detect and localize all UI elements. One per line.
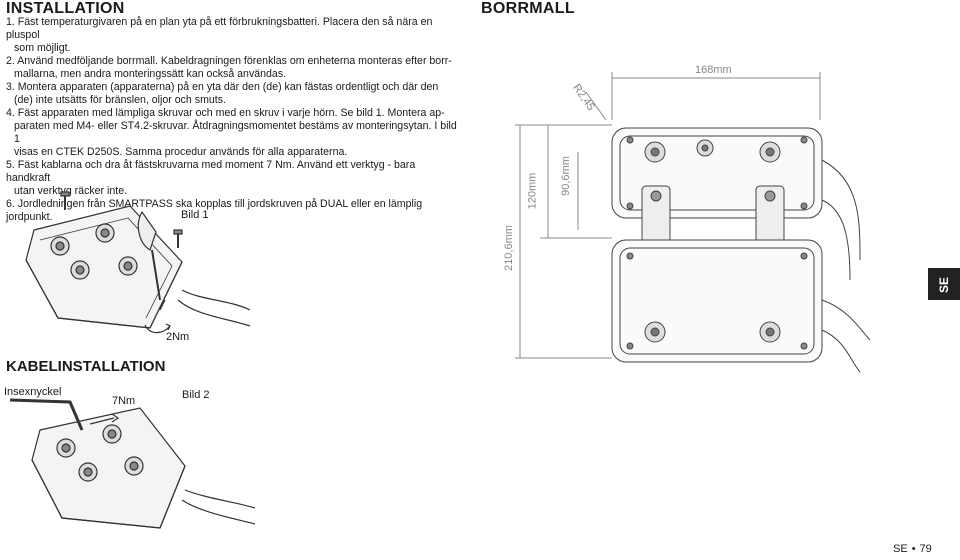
dim-210-6: 210,6mm (502, 225, 515, 271)
step-line: mallarna, men andra monteringssätt kan o… (14, 68, 287, 80)
bild2-device-illustration (9, 398, 256, 529)
language-tab-text: SE (937, 277, 951, 294)
footer-bullet: • (911, 543, 916, 555)
kabelinstallation-heading: KABELINSTALLATION (6, 358, 166, 375)
bild1-device-illustration (25, 191, 251, 334)
footer-lang: SE (893, 543, 908, 555)
bild1-torque: 2Nm (166, 331, 190, 343)
dim-120: 120mm (526, 172, 539, 210)
step-line: 5. Fäst kablarna och dra åt fästskruvarn… (6, 159, 416, 184)
dim-width-168: 168mm (695, 64, 732, 76)
page-number: 79 (919, 543, 932, 555)
bild2-label: Bild 2 (182, 389, 210, 401)
step-line: utan verktyg räcker inte. (14, 185, 128, 197)
bild1-label: Bild 1 (181, 209, 209, 221)
language-tab: SE (928, 268, 960, 300)
installation-steps: 1. Fäst temperaturgivaren på en plan yta… (6, 16, 461, 224)
bild2-tool-label: Insexnyckel (4, 386, 62, 398)
bild2-torque: 7Nm (112, 395, 136, 407)
step-line: paraten med M4- eller ST4.2-skruvar. Åtd… (14, 120, 457, 145)
step-line: 1. Fäst temperaturgivaren på en plan yta… (6, 16, 433, 41)
step-line: som möjligt. (14, 42, 71, 54)
step-line: 2. Använd medföljande borrmall. Kabeldra… (6, 55, 452, 67)
installation-heading: INSTALLATION (6, 0, 125, 17)
borrmall-drawing (515, 72, 871, 373)
step-line: 6. Jordledningen från SMARTPASS ska kopp… (6, 198, 423, 223)
borrmall-heading: BORRMALL (481, 0, 575, 17)
step-line: (de) inte utsätts för bränslen, oljor oc… (14, 94, 226, 106)
step-line: 4. Fäst apparaten med lämpliga skruvar o… (6, 107, 445, 119)
step-line: 3. Montera apparaten (apparaterna) på en… (6, 81, 439, 93)
page-footer: SE•79 (893, 543, 932, 555)
step-line: visas en CTEK D250S. Samma procedur anvä… (14, 146, 348, 158)
dim-90-6: 90,6mm (559, 156, 572, 196)
